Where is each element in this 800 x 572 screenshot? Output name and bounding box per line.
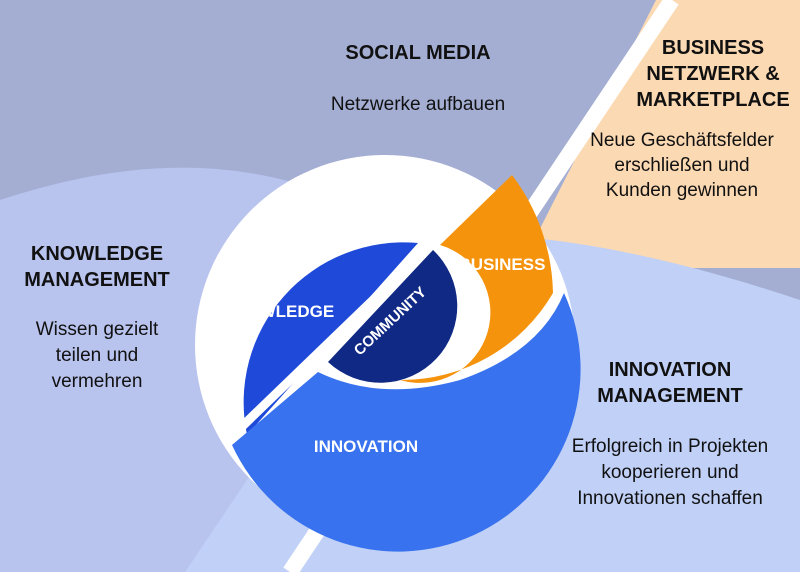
social-media-description: Netzwerke aufbauen [331,94,505,115]
business-network-title-line: NETZWERK & [646,63,779,85]
community-segment [328,250,458,383]
knowledge-management-description-line: teilen und [56,345,138,366]
innovation-management-description-line: Innovationen schaffen [577,488,763,509]
innovation-label: INNOVATION [314,437,418,456]
business-network-description-line: erschließen und [614,155,749,176]
business-network-title-line: BUSINESS [662,37,764,59]
knowledge-management-description-line: Wissen gezielt [36,319,159,340]
knowledge-management-title-line: MANAGEMENT [24,269,170,291]
business-network-region [520,0,800,268]
innovation-management-title-line: MANAGEMENT [597,385,743,407]
knowledge-management-description-line: vermehren [52,371,143,392]
business-network-description-line: Kunden gewinnen [606,180,758,201]
innovation-management-title-line: INNOVATION [609,359,732,381]
social-media-title: SOCIAL MEDIA [345,42,490,64]
business-network-description-line: Neue Geschäftsfelder [590,130,774,151]
innovation-segment [232,293,581,552]
knowledge-management-title-line: KNOWLEDGE [31,243,163,265]
business-network-title-line: MARKETPLACE [636,89,789,111]
wheel-divider [224,241,434,444]
business-segment [400,175,553,383]
innovation-management-description-line: kooperieren und [601,462,738,483]
business-label: BUSINESS [459,255,546,274]
knowledge-label: KNOWLEDGE [222,302,334,321]
innovation-management-description-line: Erfolgreich in Projekten [572,436,768,457]
